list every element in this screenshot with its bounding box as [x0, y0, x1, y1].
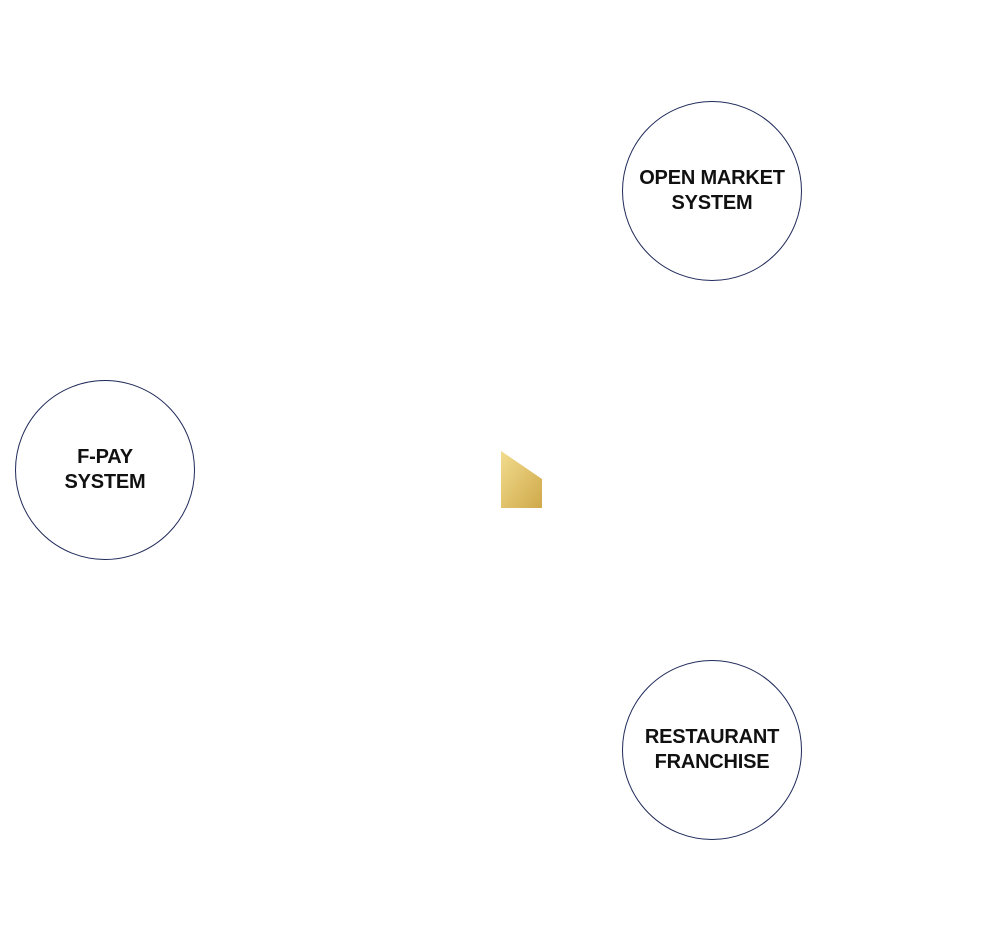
open-market-system-label: OPEN MARKET SYSTEM — [639, 167, 785, 214]
open-market-system-node: OPEN MARKET SYSTEM — [622, 101, 802, 281]
f-pay-system-label: F-PAY SYSTEM — [64, 446, 146, 493]
f-pay-system-node: F-PAY SYSTEM — [15, 380, 195, 560]
restaurant-franchise-label: RESTAURANT FRANCHISE — [644, 726, 780, 773]
restaurant-franchise-node: RESTAURANT FRANCHISE — [622, 660, 802, 840]
gold-pentagon-icon — [501, 451, 542, 508]
